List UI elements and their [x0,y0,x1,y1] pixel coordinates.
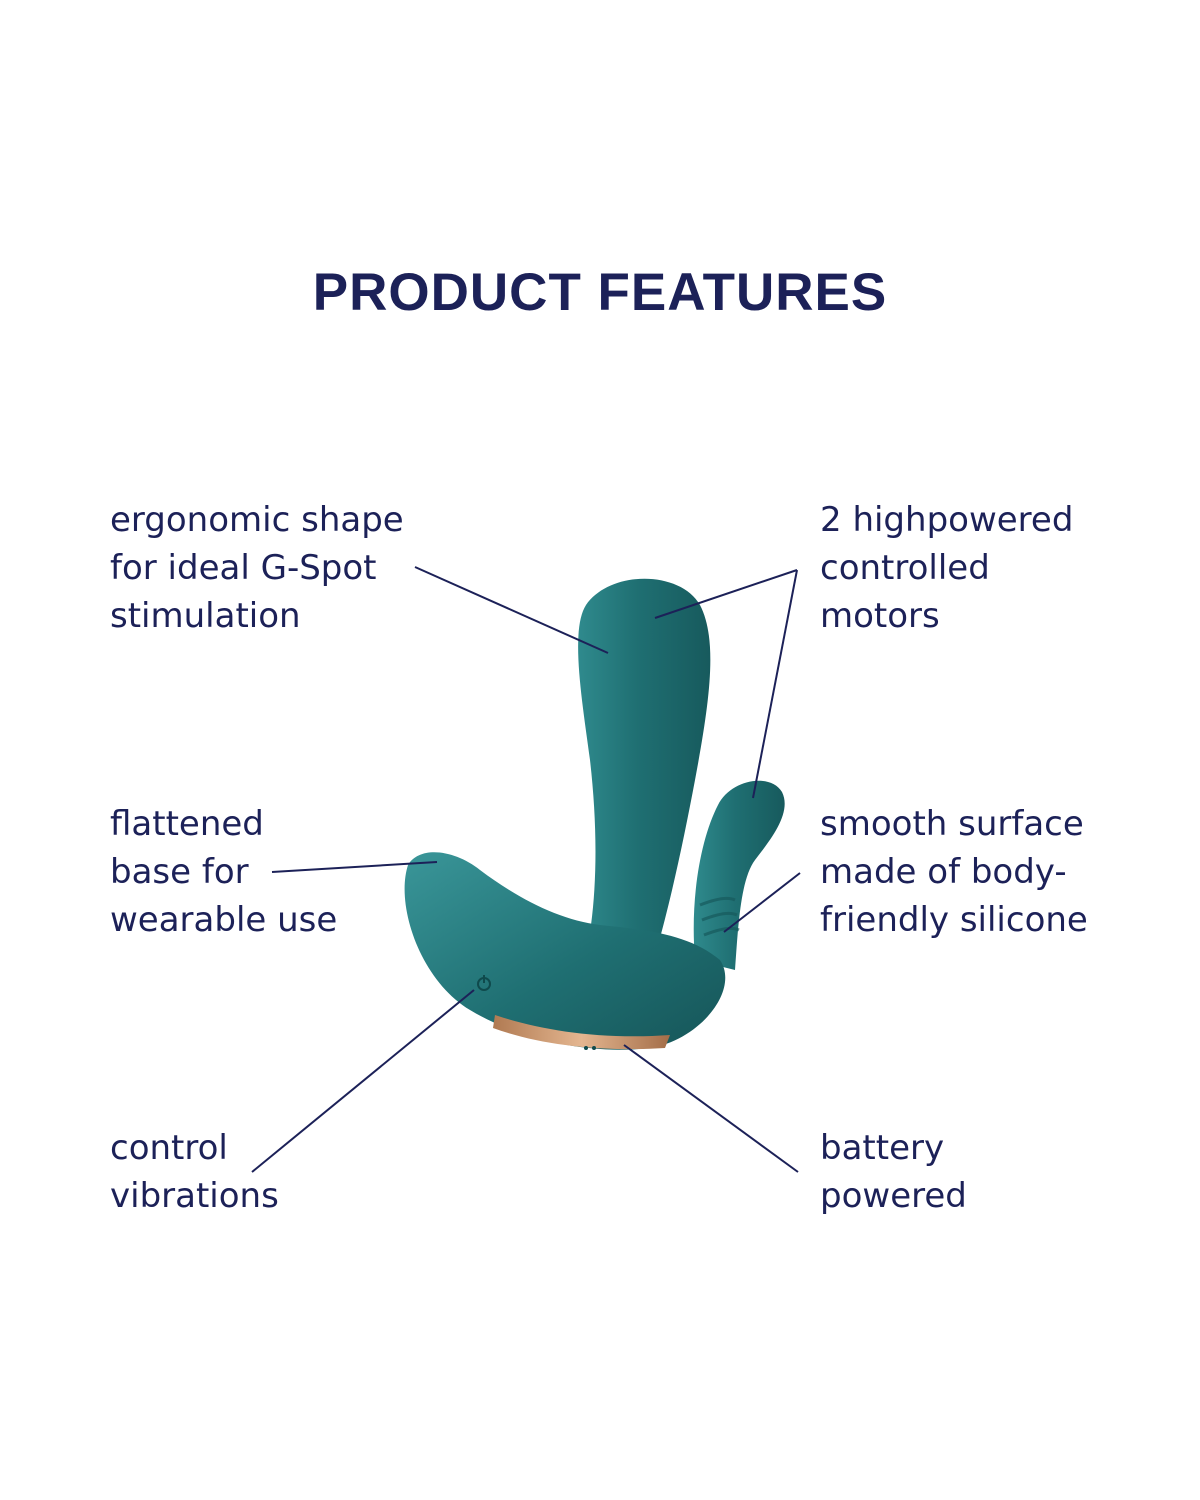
feature-ergonomic-shape: ergonomic shape for ideal G-Spot stimula… [110,500,404,636]
rear-arm [693,780,785,970]
main-shaft [578,578,711,1000]
page-title: PRODUCT FEATURES [312,263,888,322]
feature-flattened-base: flattened base for wearable use [110,804,338,940]
leader-lines [251,566,801,1173]
feature-smooth-surface: smooth surface made of body- friendly si… [820,804,1088,940]
base [404,852,726,1050]
power-icon [477,975,491,991]
feature-control-vibrations: control vibrations [110,1128,279,1216]
feature-battery-powered: battery powered [820,1128,967,1216]
metallic-band [493,1015,670,1050]
feature-motors: 2 highpowered controlled motors [820,500,1074,636]
charging-port-icon [584,1046,596,1050]
